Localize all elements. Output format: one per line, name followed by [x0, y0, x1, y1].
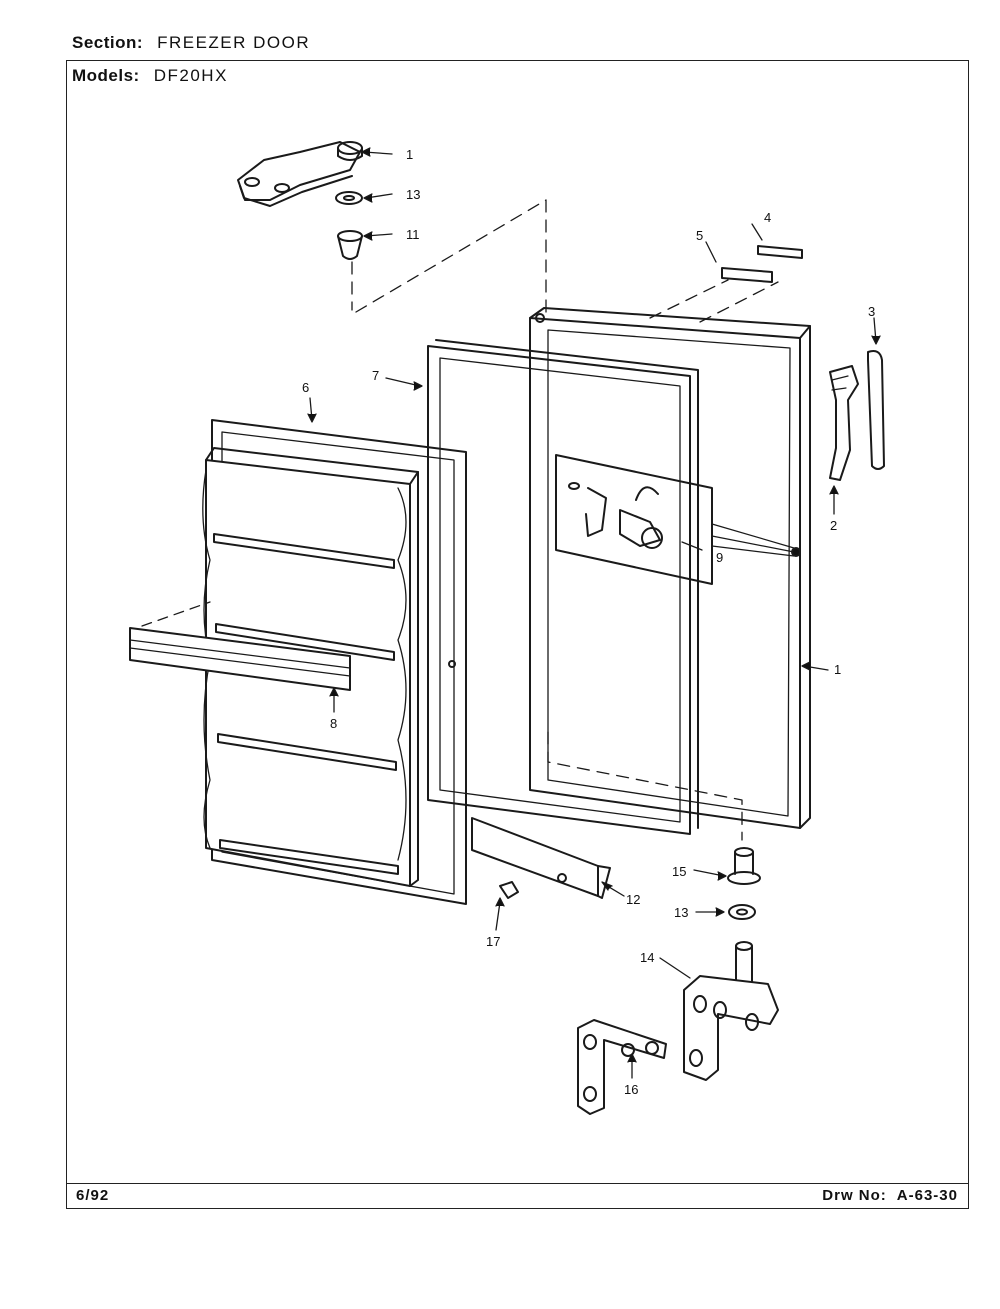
callout-6: 6 [302, 380, 309, 395]
part-7-gasket [427, 339, 699, 835]
part-10-top-hinge [237, 141, 363, 207]
part-11-bushing [337, 230, 363, 260]
part-14-bottom-hinge [683, 941, 779, 1081]
section-label: Section: [72, 33, 144, 52]
callout-2: 2 [830, 518, 837, 533]
part-12-bottom-trim [471, 817, 611, 899]
callout-8: 8 [330, 716, 337, 731]
callout-16: 16 [624, 1082, 638, 1097]
callout-1: 1 [834, 662, 841, 677]
drawing-number-label: Drw No: [822, 1187, 887, 1204]
part-17-screw [499, 881, 519, 899]
part-15-bushing [727, 847, 761, 885]
callout-11: 11 [406, 227, 420, 242]
callout-10: 1 [406, 147, 413, 162]
section-header: Section: FREEZER DOOR [72, 33, 310, 53]
models-header: Models: DF20HX [72, 66, 228, 86]
assembly-line-shelf [141, 601, 211, 627]
part-13-washer-bottom [728, 904, 756, 920]
part-16-bracket [577, 1019, 667, 1115]
part-13-washer-top [335, 191, 363, 205]
part-4-pad [757, 245, 803, 259]
section-value: FREEZER DOOR [157, 33, 311, 52]
callout-15: 15 [672, 864, 686, 879]
part-2-handle [829, 365, 859, 481]
drawing-number: Drw No: A-63-30 [822, 1187, 958, 1204]
callout-7: 7 [372, 368, 379, 383]
callout-5: 5 [696, 228, 703, 243]
assembly-line-bottom [547, 731, 743, 841]
part-8-shelf-bar [129, 627, 351, 691]
callout-17: 17 [486, 934, 500, 949]
callout-14: 14 [640, 950, 654, 965]
part-9-latch-inset [555, 454, 801, 585]
models-value: DF20HX [153, 66, 228, 85]
diagram-frame [66, 60, 969, 1209]
leader-lines [307, 147, 881, 1079]
callout-4: 4 [764, 210, 771, 225]
drawing-number-value: A-63-30 [896, 1187, 958, 1204]
callout-9: 9 [716, 550, 723, 565]
footer-divider [66, 1183, 969, 1184]
callout-3: 3 [868, 304, 875, 319]
part-5-pad [721, 267, 773, 283]
part-1-door-panel [529, 307, 811, 829]
callout-12: 12 [626, 892, 640, 907]
models-label: Models: [72, 66, 140, 85]
assembly-line-pads [649, 279, 779, 323]
callout-labels: 1 13 11 4 5 3 2 7 6 9 1 8 12 17 15 13 14… [302, 147, 875, 1097]
part-3-handle-cap [867, 350, 885, 470]
revision-date: 6/92 [76, 1187, 110, 1204]
callout-13-top: 13 [406, 187, 420, 202]
callout-13-bottom: 13 [674, 905, 688, 920]
assembly-line-hinge [351, 199, 547, 321]
